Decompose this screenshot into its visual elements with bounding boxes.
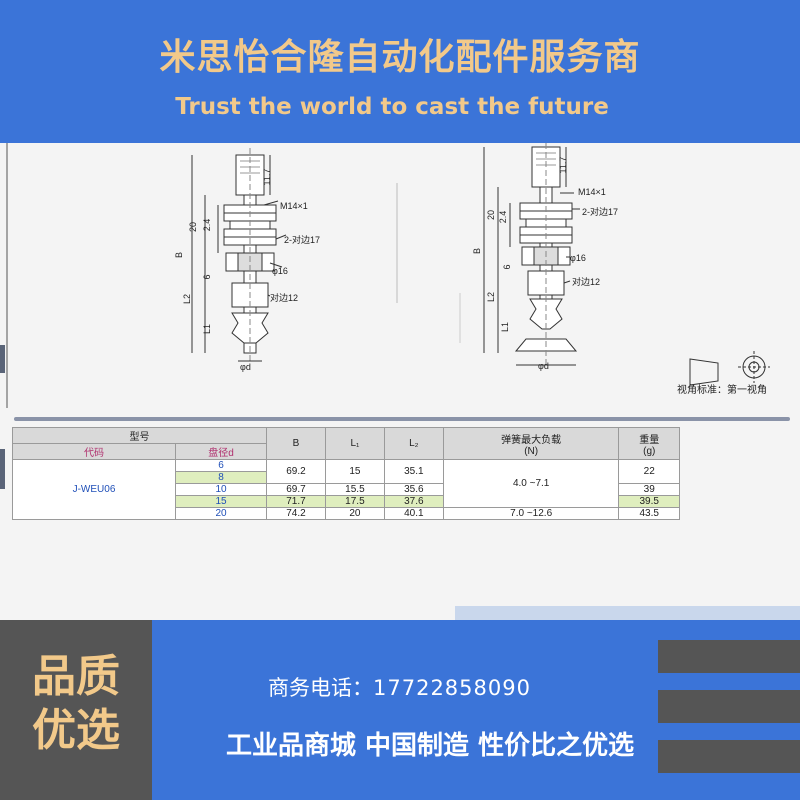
table-row: 20 74.2 20 40.1 7.0 ~12.6 43.5 — [13, 507, 680, 520]
right-label-thread: M14×1 — [578, 187, 606, 197]
header-model: 型号 — [12, 427, 267, 444]
decorative-strip — [455, 606, 800, 620]
header-weight-unit: (g) — [643, 445, 656, 457]
header-code: 代码 — [12, 443, 176, 460]
quality-text: 品质 优选 — [0, 650, 152, 758]
phone-line: 商务电话：17722858090 — [268, 672, 531, 702]
right-dim-6: 6 — [502, 264, 512, 269]
drawing-svg: 11.7 20 2.4 B 6 L2 L1 M14×1 2-对边17 φ16 对… — [6, 143, 770, 408]
model-code: J-WEU06 — [12, 459, 176, 520]
table-row: 8 — [13, 471, 680, 484]
right-dim-top: 11.7 — [558, 157, 568, 174]
first-angle-projection-icon — [689, 351, 770, 386]
quality-line-2: 优选 — [32, 705, 120, 756]
left-dim-l2: L2 — [182, 294, 192, 304]
cell-l2: 40.1 — [383, 507, 444, 520]
left-label-nut: 2-对边17 — [284, 234, 320, 245]
decorative-bar — [658, 690, 800, 723]
cell-d: 10 — [175, 483, 267, 496]
cell-l1: 15.5 — [324, 483, 385, 496]
right-view — [483, 143, 580, 368]
header-spring: 弹簧最大负载 (N) — [442, 427, 620, 460]
decorative-bar — [658, 740, 800, 773]
left-dim-24: 2.4 — [202, 219, 212, 232]
cell-l1: 17.5 — [324, 495, 385, 508]
left-dim-20: 20 — [188, 222, 198, 232]
header-spring-unit: (N) — [524, 445, 539, 457]
decorative-bars — [658, 640, 800, 790]
right-dim-b: B — [472, 248, 482, 254]
right-label-hex12: 对边12 — [572, 276, 600, 287]
left-label-dia16: φ16 — [272, 266, 288, 276]
quality-line-1: 品质 — [32, 651, 120, 702]
cell-weight: 39 — [618, 483, 680, 496]
cell-d: 6 — [175, 459, 267, 472]
phone-number: 17722858090 — [373, 676, 531, 700]
section-divider — [14, 417, 790, 421]
technical-drawing: 11.7 20 2.4 B 6 L2 L1 M14×1 2-对边17 φ16 对… — [0, 143, 800, 408]
left-dim-6: 6 — [202, 274, 212, 279]
right-view-labels: 11.7 20 2.4 B 6 L2 L1 M14×1 2-对边17 φ16 对… — [472, 157, 618, 371]
top-banner: 米思怡合隆自动化配件服务商 Trust the world to cast th… — [0, 0, 800, 143]
cell-spring-b: 7.0 ~12.6 — [442, 507, 620, 520]
table-row: 10 69.7 15.5 35.6 39 — [13, 483, 680, 496]
right-label-nut: 2-对边17 — [582, 206, 618, 217]
right-dim-24: 2.4 — [498, 211, 508, 224]
header-b: B — [266, 427, 326, 460]
quality-badge: 品质 优选 — [0, 620, 152, 800]
cell-spring-a: 4.0 ~7.1 — [442, 459, 620, 508]
header-weight: 重量 (g) — [618, 427, 680, 460]
left-dim-b: B — [174, 252, 184, 258]
header-diameter: 盘径d — [175, 443, 267, 460]
header-weight-label: 重量 — [639, 434, 660, 446]
spec-table: 型号 B L₁ L₂ 弹簧最大负载 (N) 重量 (g) 代码 盘径d J-WE… — [12, 427, 680, 520]
cell-b: 69.7 — [266, 483, 326, 496]
cell-b: 69.2 — [266, 459, 326, 484]
cell-l2: 37.6 — [383, 495, 444, 508]
cell-weight: 22 — [618, 459, 680, 484]
bottom-slogan: 工业品商城 中国制造 性价比之优选 — [226, 731, 635, 761]
cell-b: 74.2 — [266, 507, 326, 520]
left-label-hex12: 对边12 — [270, 292, 298, 303]
right-label-dia-d: φd — [538, 361, 549, 371]
right-dim-l2: L2 — [486, 292, 496, 302]
right-dim-20: 20 — [486, 210, 496, 220]
cell-l2: 35.1 — [383, 459, 444, 484]
left-edge-marks — [0, 345, 6, 505]
right-dim-l1: L1 — [500, 322, 510, 332]
header-spring-label: 弹簧最大负载 — [501, 434, 562, 446]
banner-title: 米思怡合隆自动化配件服务商 — [159, 37, 641, 78]
cell-l1: 15 — [324, 459, 385, 484]
table-row: J-WEU06 6 69.2 15 35.1 4.0 ~7.1 22 — [12, 459, 680, 520]
phone-label: 商务电话： — [268, 676, 373, 700]
cell-l2: 35.6 — [383, 483, 444, 496]
header-l1: L₁ — [324, 427, 385, 460]
left-view — [191, 148, 287, 363]
view-standard-label: 视角标准：第一视角 — [677, 383, 767, 396]
left-label-dia-d: φd — [240, 362, 251, 372]
left-label-thread: M14×1 — [280, 201, 308, 211]
cell-d: 8 — [175, 471, 267, 484]
decorative-bar — [658, 640, 800, 673]
cell-l1: 20 — [324, 507, 385, 520]
left-dim-l1: L1 — [202, 324, 212, 334]
left-dim-top: 11.7 — [262, 169, 272, 186]
cell-b: 71.7 — [266, 495, 326, 508]
cell-d: 20 — [175, 507, 267, 520]
cell-weight: 39.5 — [618, 495, 680, 508]
cell-d: 15 — [175, 495, 267, 508]
left-view-labels: 11.7 20 2.4 B 6 L2 L1 M14×1 2-对边17 φ16 对… — [174, 169, 320, 372]
right-label-dia16: φ16 — [570, 253, 586, 263]
header-l2: L₂ — [383, 427, 444, 460]
banner-slogan: Trust the world to cast the future — [175, 94, 609, 120]
cell-weight: 43.5 — [618, 507, 680, 520]
